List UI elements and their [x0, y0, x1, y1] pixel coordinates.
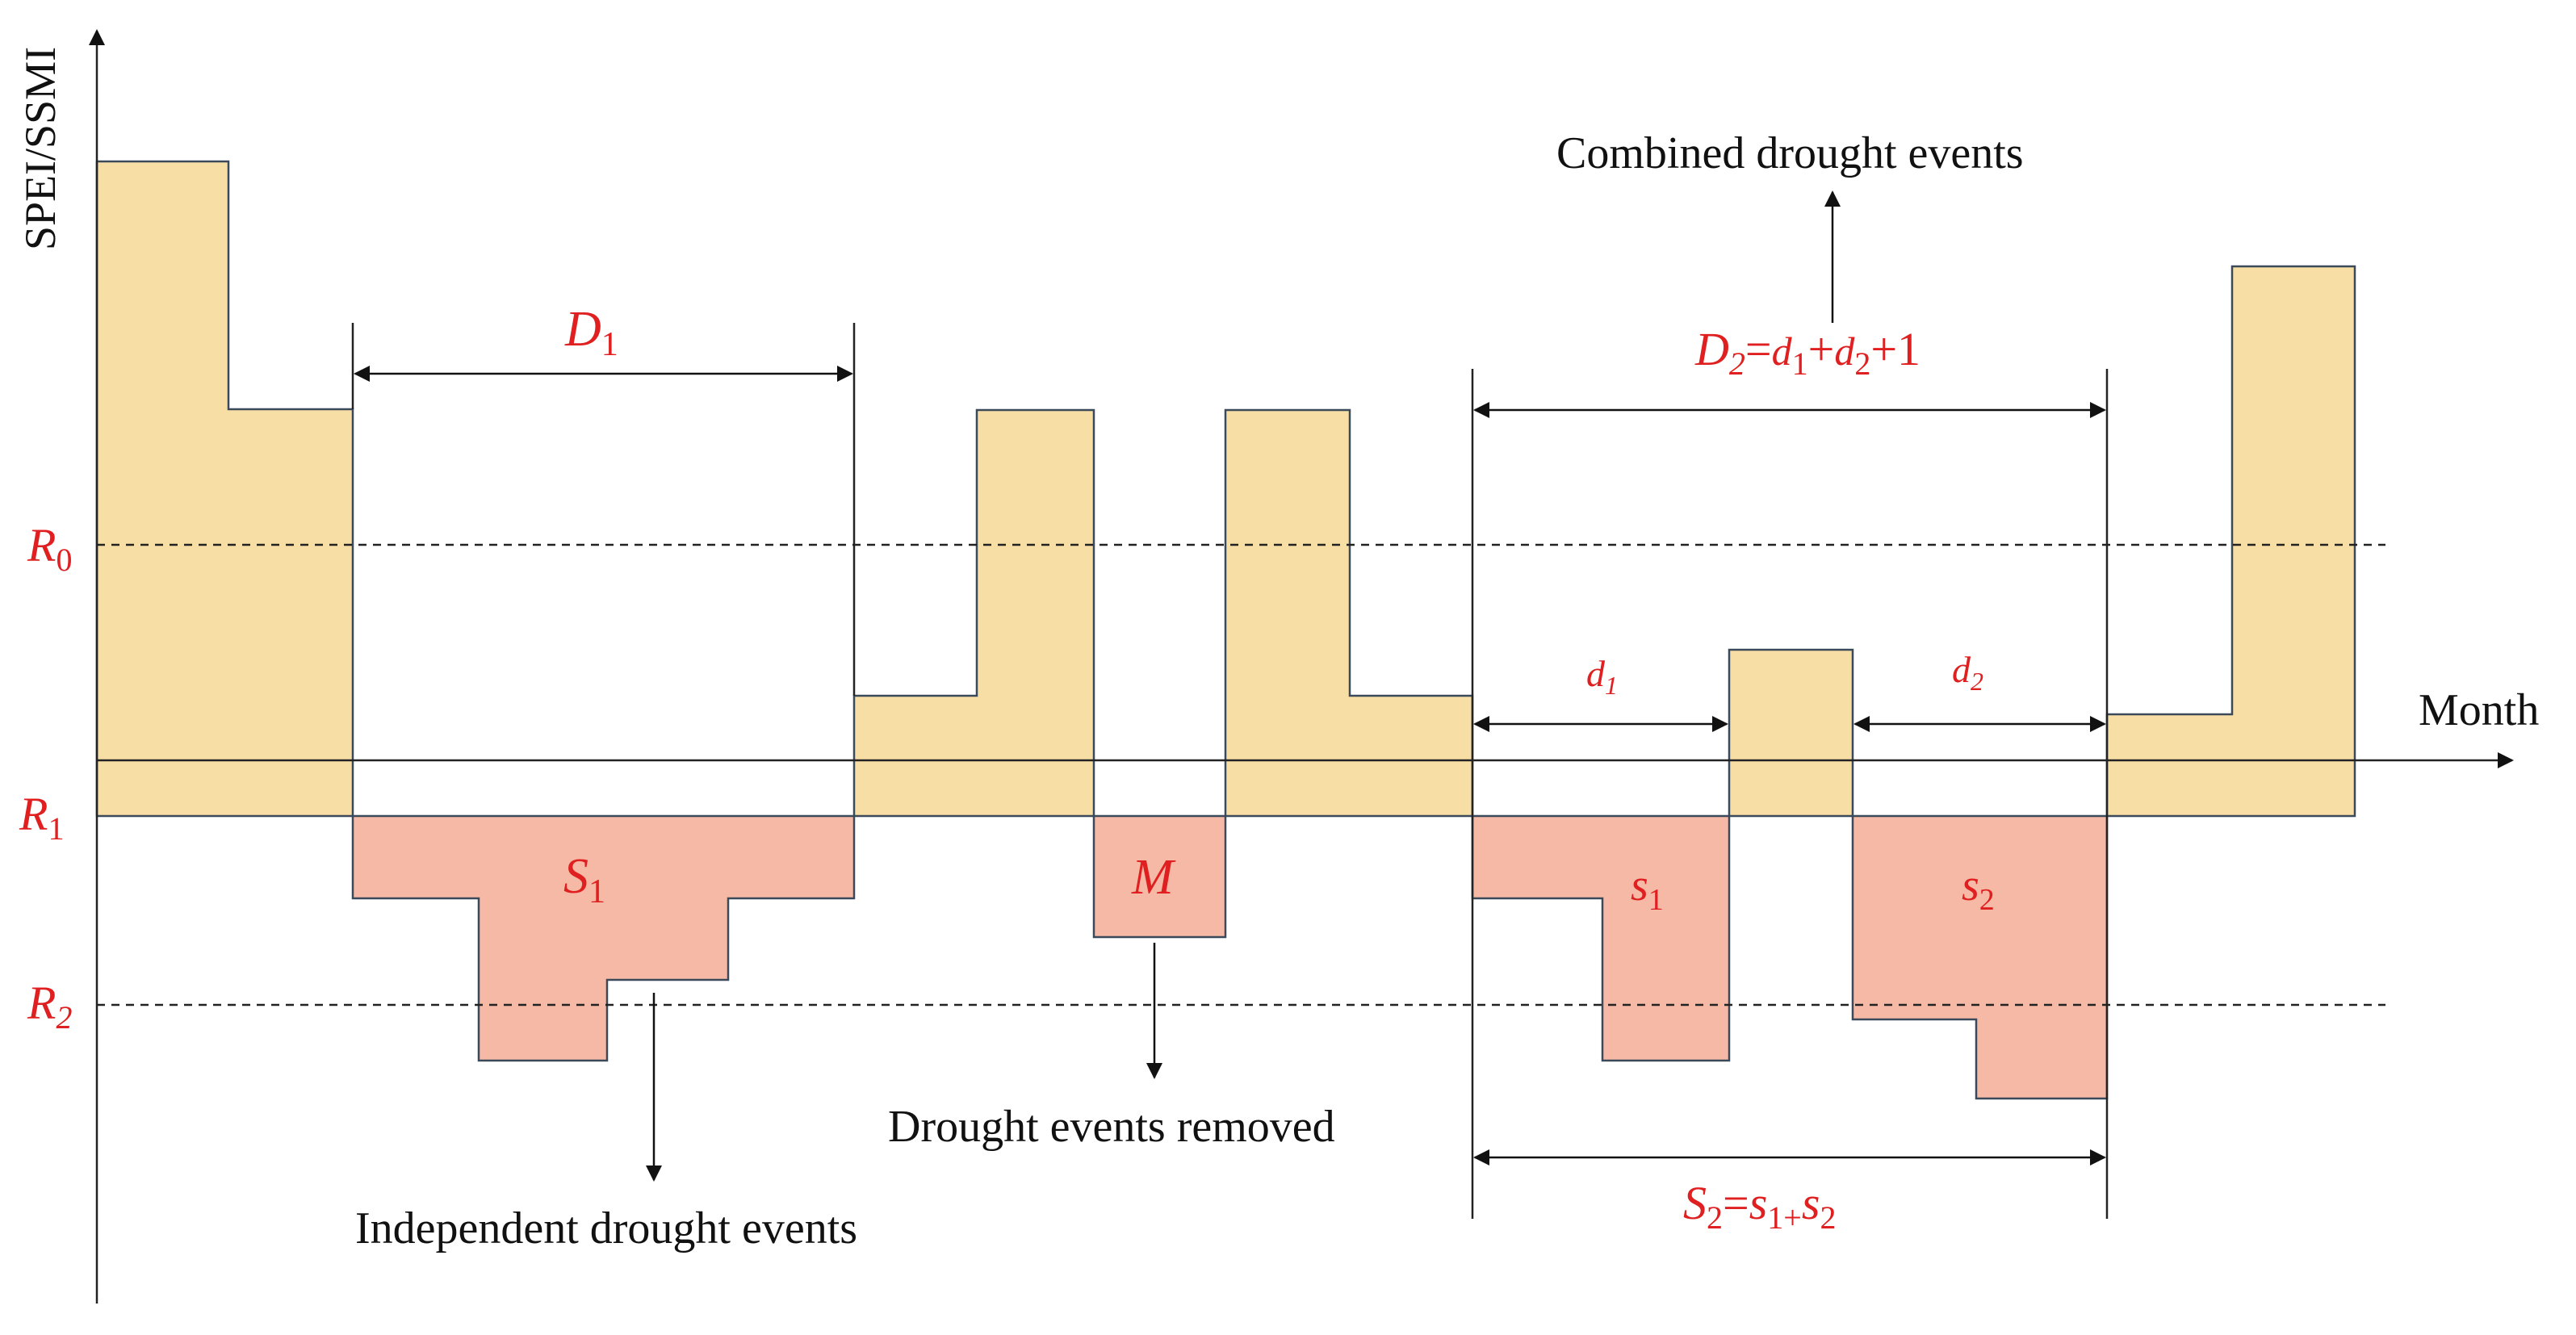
independent-events-annotation: Independent drought events [355, 1203, 857, 1253]
threshold-label-r1: R1 [19, 788, 64, 847]
s1-label: s1 [1631, 860, 1664, 917]
D2-label: D2=d1+d2+1 [1694, 323, 1920, 382]
x-axis-label: Month [2419, 685, 2539, 735]
surplus-bars [95, 160, 2356, 818]
threshold-label-r0: R0 [27, 519, 72, 578]
deficit-M [1092, 814, 1227, 939]
small-d2-label: d2 [1952, 649, 1983, 696]
dimension-arrows [354, 366, 2106, 1166]
removed-events-annotation: Drought events removed [888, 1102, 1335, 1152]
s2-label: s2 [1962, 860, 1995, 917]
deficit-bars [351, 814, 2109, 1100]
deficit-s2 [1851, 814, 2109, 1100]
surplus-block-3 [1224, 408, 1474, 818]
D1-label: D1 [564, 302, 618, 363]
deficit-S1 [351, 814, 856, 1062]
small-d1-label: d1 [1586, 653, 1618, 700]
extension-lines [351, 323, 2109, 1219]
threshold-label-r2: R2 [27, 977, 72, 1036]
deficit-s1 [1471, 814, 1731, 1062]
S1-label: S1 [563, 849, 605, 910]
M-label: M [1131, 850, 1176, 905]
S2-label: S2=s1+s2 [1683, 1177, 1836, 1236]
combined-events-annotation: Combined drought events [1556, 128, 2024, 178]
surplus-block-5 [2105, 265, 2356, 818]
annotation-pointers [646, 190, 1841, 1182]
surplus-block-2 [852, 408, 1095, 818]
surplus-block-1 [95, 160, 354, 818]
surplus-block-4 [1728, 648, 1854, 818]
y-axis-label: SPEI/SSMI [16, 47, 65, 250]
